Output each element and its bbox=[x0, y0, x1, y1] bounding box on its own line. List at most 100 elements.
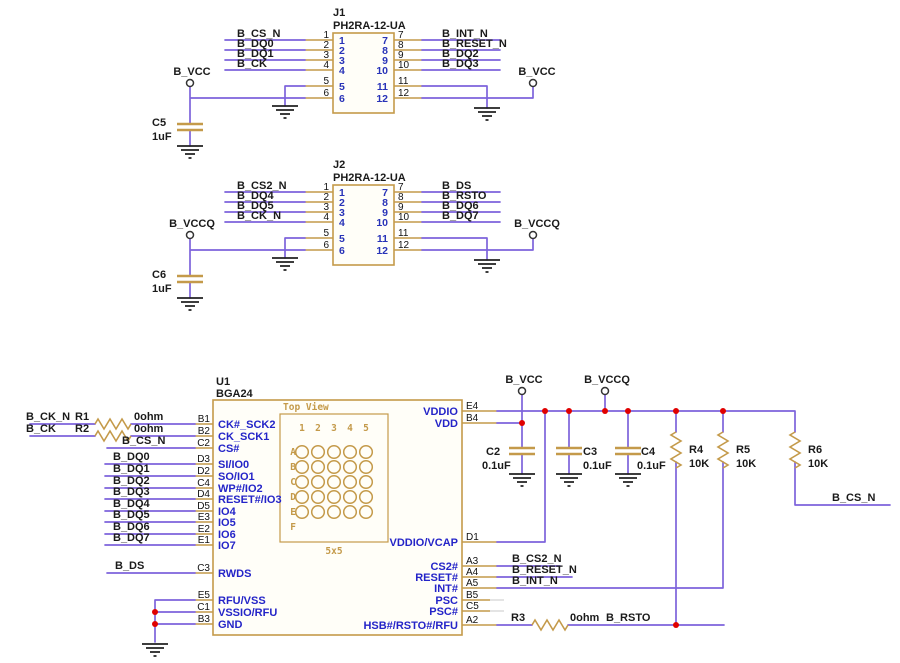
u1-pin-name: GND bbox=[218, 619, 243, 631]
grid-col: 4 bbox=[347, 423, 353, 434]
junction-dot bbox=[673, 408, 679, 414]
u1-pin-name: VDD bbox=[435, 418, 458, 430]
j1-wires bbox=[189, 39, 534, 147]
u1-pin-name: WP#/IO2 bbox=[218, 483, 263, 495]
j2-pin-num: 12 bbox=[398, 240, 410, 251]
u1-pin-num: D3 bbox=[197, 454, 210, 465]
u1-pin-num: A2 bbox=[466, 615, 479, 626]
net-label: B_DQ1 bbox=[237, 48, 274, 60]
top-view-title: Top View bbox=[283, 402, 329, 413]
j1-pin-stubs bbox=[305, 39, 422, 99]
j2-pin-num: 1 bbox=[323, 182, 329, 193]
net-label: B_DQ2 bbox=[113, 475, 150, 487]
j2-pin-num: 9 bbox=[398, 202, 404, 213]
junction-dot bbox=[152, 609, 158, 615]
grid-col: 1 bbox=[299, 423, 305, 434]
junction-dot bbox=[602, 408, 608, 414]
power-pin-icon bbox=[185, 230, 195, 240]
j2-pin-stubs bbox=[305, 191, 422, 251]
grid-row: F bbox=[290, 522, 296, 533]
u1-pin-num: E3 bbox=[198, 512, 211, 523]
u1-pin-num: C4 bbox=[197, 478, 210, 489]
resistor-r5-icon bbox=[717, 431, 729, 469]
j1-part: PH2RA-12-UA bbox=[333, 20, 406, 32]
u1-pin-name: IO4 bbox=[218, 506, 237, 518]
u1-pin-num: E5 bbox=[198, 590, 211, 601]
u1-top-view: Top View 1 2 3 4 5 A B C D E F 5x5 bbox=[279, 402, 389, 557]
j2-pin-in: 6 bbox=[339, 245, 345, 257]
u1-pin-name: RFU/VSS bbox=[218, 595, 266, 607]
resistor-value: 10K bbox=[808, 458, 828, 470]
capacitor-c6-icon bbox=[175, 274, 205, 284]
resistor-r3-icon bbox=[531, 619, 569, 631]
ground-icon bbox=[141, 643, 169, 657]
j2-pin-in: 12 bbox=[376, 245, 388, 257]
u1-pin-num: B1 bbox=[198, 414, 211, 425]
j2-pin-in: 3 bbox=[339, 207, 345, 219]
j1-pin-num: 8 bbox=[398, 40, 404, 51]
ground-icon bbox=[555, 473, 583, 487]
net-label: B_CK bbox=[237, 58, 267, 70]
cap-ref: C2 bbox=[486, 446, 500, 458]
net-label: B_DQ5 bbox=[113, 509, 150, 521]
j2-pin-num: 6 bbox=[323, 240, 329, 251]
j1-pin-in: 8 bbox=[382, 45, 388, 57]
j2-pin-in: 8 bbox=[382, 197, 388, 209]
resistor-ref: R1 bbox=[75, 411, 89, 423]
net-label: B_RESET_N bbox=[512, 564, 577, 576]
ground-icon bbox=[176, 145, 204, 159]
j1-pin-in: 12 bbox=[376, 93, 388, 105]
j1-body bbox=[332, 32, 395, 114]
power-label: B_VCCQ bbox=[584, 374, 630, 386]
junction-dot bbox=[625, 408, 631, 414]
grid-row: C bbox=[290, 477, 296, 488]
junction-dot bbox=[152, 621, 158, 627]
j1-pin-num: 10 bbox=[398, 60, 410, 71]
net-label: B_DQ4 bbox=[237, 190, 275, 202]
net-label: B_CK_N bbox=[237, 210, 281, 222]
u1-pin-name: PSC bbox=[435, 595, 458, 607]
net-label: B_DQ5 bbox=[237, 200, 274, 212]
net-label: B_CS2_N bbox=[237, 180, 287, 192]
j2-pin-num: 7 bbox=[398, 182, 404, 193]
u1-pin-name: CK_SCK1 bbox=[218, 431, 269, 443]
u1-pin-num: A4 bbox=[466, 567, 479, 578]
resistor-r4-icon bbox=[670, 431, 682, 469]
j1-pin-num: 9 bbox=[398, 50, 404, 61]
junction-dot bbox=[566, 408, 572, 414]
u1-pin-num: C5 bbox=[466, 601, 479, 612]
net-label: B_INT_N bbox=[442, 28, 488, 40]
resistor-ref: R4 bbox=[689, 444, 704, 456]
net-label: B_DQ1 bbox=[113, 463, 150, 475]
net-label: B_RESET_N bbox=[442, 38, 507, 50]
j2-pin-in: 1 bbox=[339, 187, 345, 199]
cap-value: 0.1uF bbox=[637, 460, 666, 472]
ground-icon bbox=[176, 297, 204, 311]
grid-size: 5x5 bbox=[325, 546, 342, 557]
power-pin-icon bbox=[600, 386, 610, 396]
u1-pin-num: E4 bbox=[466, 401, 479, 412]
u1-pin-num: B4 bbox=[466, 413, 479, 424]
net-label: B_DQ0 bbox=[113, 451, 150, 463]
u1-pin-name: INT# bbox=[434, 583, 458, 595]
j2-wires bbox=[189, 191, 534, 299]
ground-icon bbox=[271, 257, 299, 271]
junction-dot bbox=[720, 408, 726, 414]
j2-pin-in: 2 bbox=[339, 197, 345, 209]
grid-col: 2 bbox=[315, 423, 321, 434]
j1-pin-num: 3 bbox=[323, 50, 329, 61]
u1-pin-name: CK#_SCK2 bbox=[218, 419, 275, 431]
power-label: B_VCC bbox=[173, 66, 210, 78]
u1-pin-name: PSC# bbox=[429, 606, 458, 618]
j2-ref: J2 bbox=[333, 159, 345, 171]
resistor-ref: R5 bbox=[736, 444, 750, 456]
j2-body bbox=[332, 184, 395, 266]
u1-pin-num: D2 bbox=[197, 466, 210, 477]
ic-u1: U1 BGA24 Top View 1 2 3 4 5 A B C D E F … bbox=[195, 376, 504, 636]
j1-pin-num: 11 bbox=[398, 76, 409, 87]
u1-pin-name: VSSIO/RFU bbox=[218, 607, 277, 619]
j1-pin-in: 7 bbox=[382, 35, 388, 47]
power-label: B_VCCQ bbox=[169, 218, 215, 230]
u1-pin-name: CS2# bbox=[430, 561, 458, 573]
